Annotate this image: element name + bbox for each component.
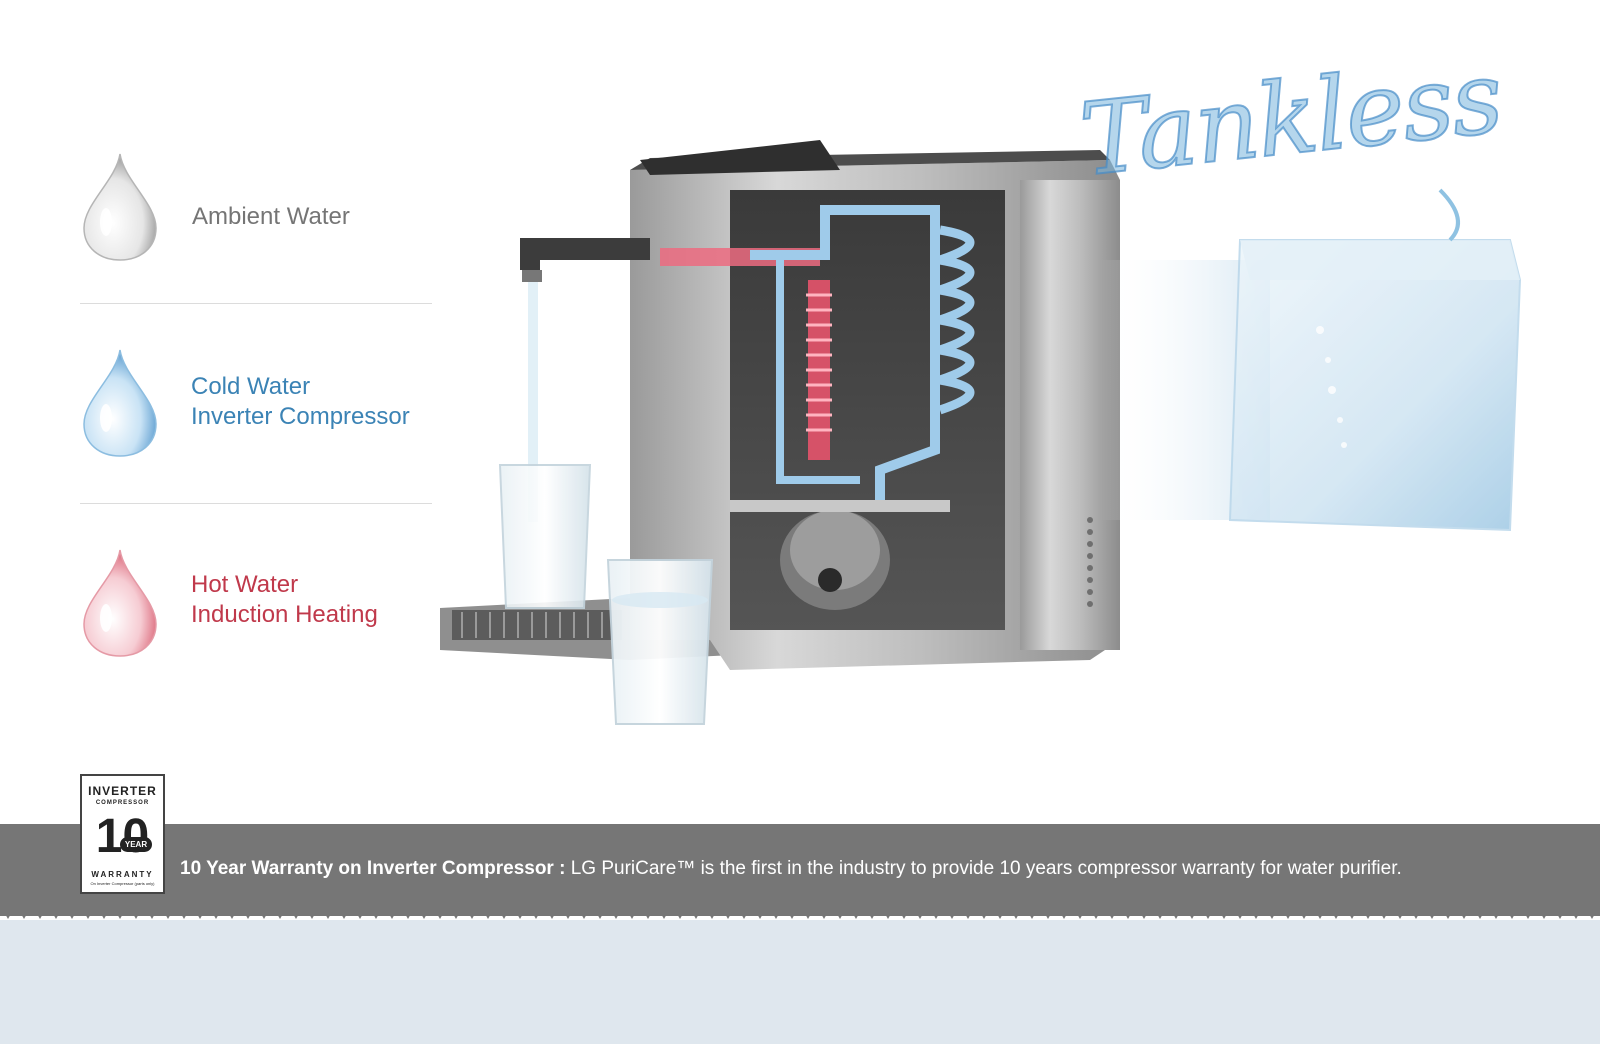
warranty-body: LG PuriCare™ is the first in the industr… (565, 858, 1402, 879)
badge-fineprint: On Inverter Compressor (parts only) (90, 881, 155, 886)
warranty-band (0, 824, 1600, 916)
cold-water-label: Cold Water Inverter Compressor (191, 372, 410, 432)
badge-year-text: YEAR (120, 837, 152, 852)
feature-divider-2 (80, 503, 432, 504)
feature-divider-1 (80, 303, 432, 304)
tankless-water-cube-image (1100, 188, 1522, 532)
warranty-title: 10 Year Warranty on Inverter Compressor … (180, 858, 566, 879)
ambient-water-label: Ambient Water (192, 202, 350, 232)
hot-water-label-line2: Induction Heating (191, 601, 378, 628)
hot-water-label-line1: Hot Water (191, 571, 299, 598)
hot-water-label: Hot Water Induction Heating (191, 570, 378, 630)
cold-water-label-line2: Inverter Compressor (191, 403, 410, 430)
warranty-description: 10 Year Warranty on Inverter Compressor … (180, 858, 1402, 880)
ambient-water-label-line1: Ambient Water (192, 203, 350, 230)
badge-number: 10 (95, 810, 150, 863)
ambient-water-drop-icon (83, 153, 157, 261)
cold-water-drop-icon (83, 349, 157, 457)
hot-water-drop-icon (83, 549, 157, 657)
badge-warranty-text: WARRANTY (91, 870, 154, 879)
badge-inverter-text: INVERTER (88, 784, 157, 798)
badge-compressor-text: COMPRESSOR (95, 800, 150, 806)
bottom-area (0, 920, 1600, 1044)
cold-water-label-line1: Cold Water (191, 373, 311, 400)
inverter-warranty-badge: INVERTER COMPRESSOR 10 YEAR WARRANTY On … (80, 774, 165, 894)
water-purifier-cutaway-image (440, 140, 1120, 725)
